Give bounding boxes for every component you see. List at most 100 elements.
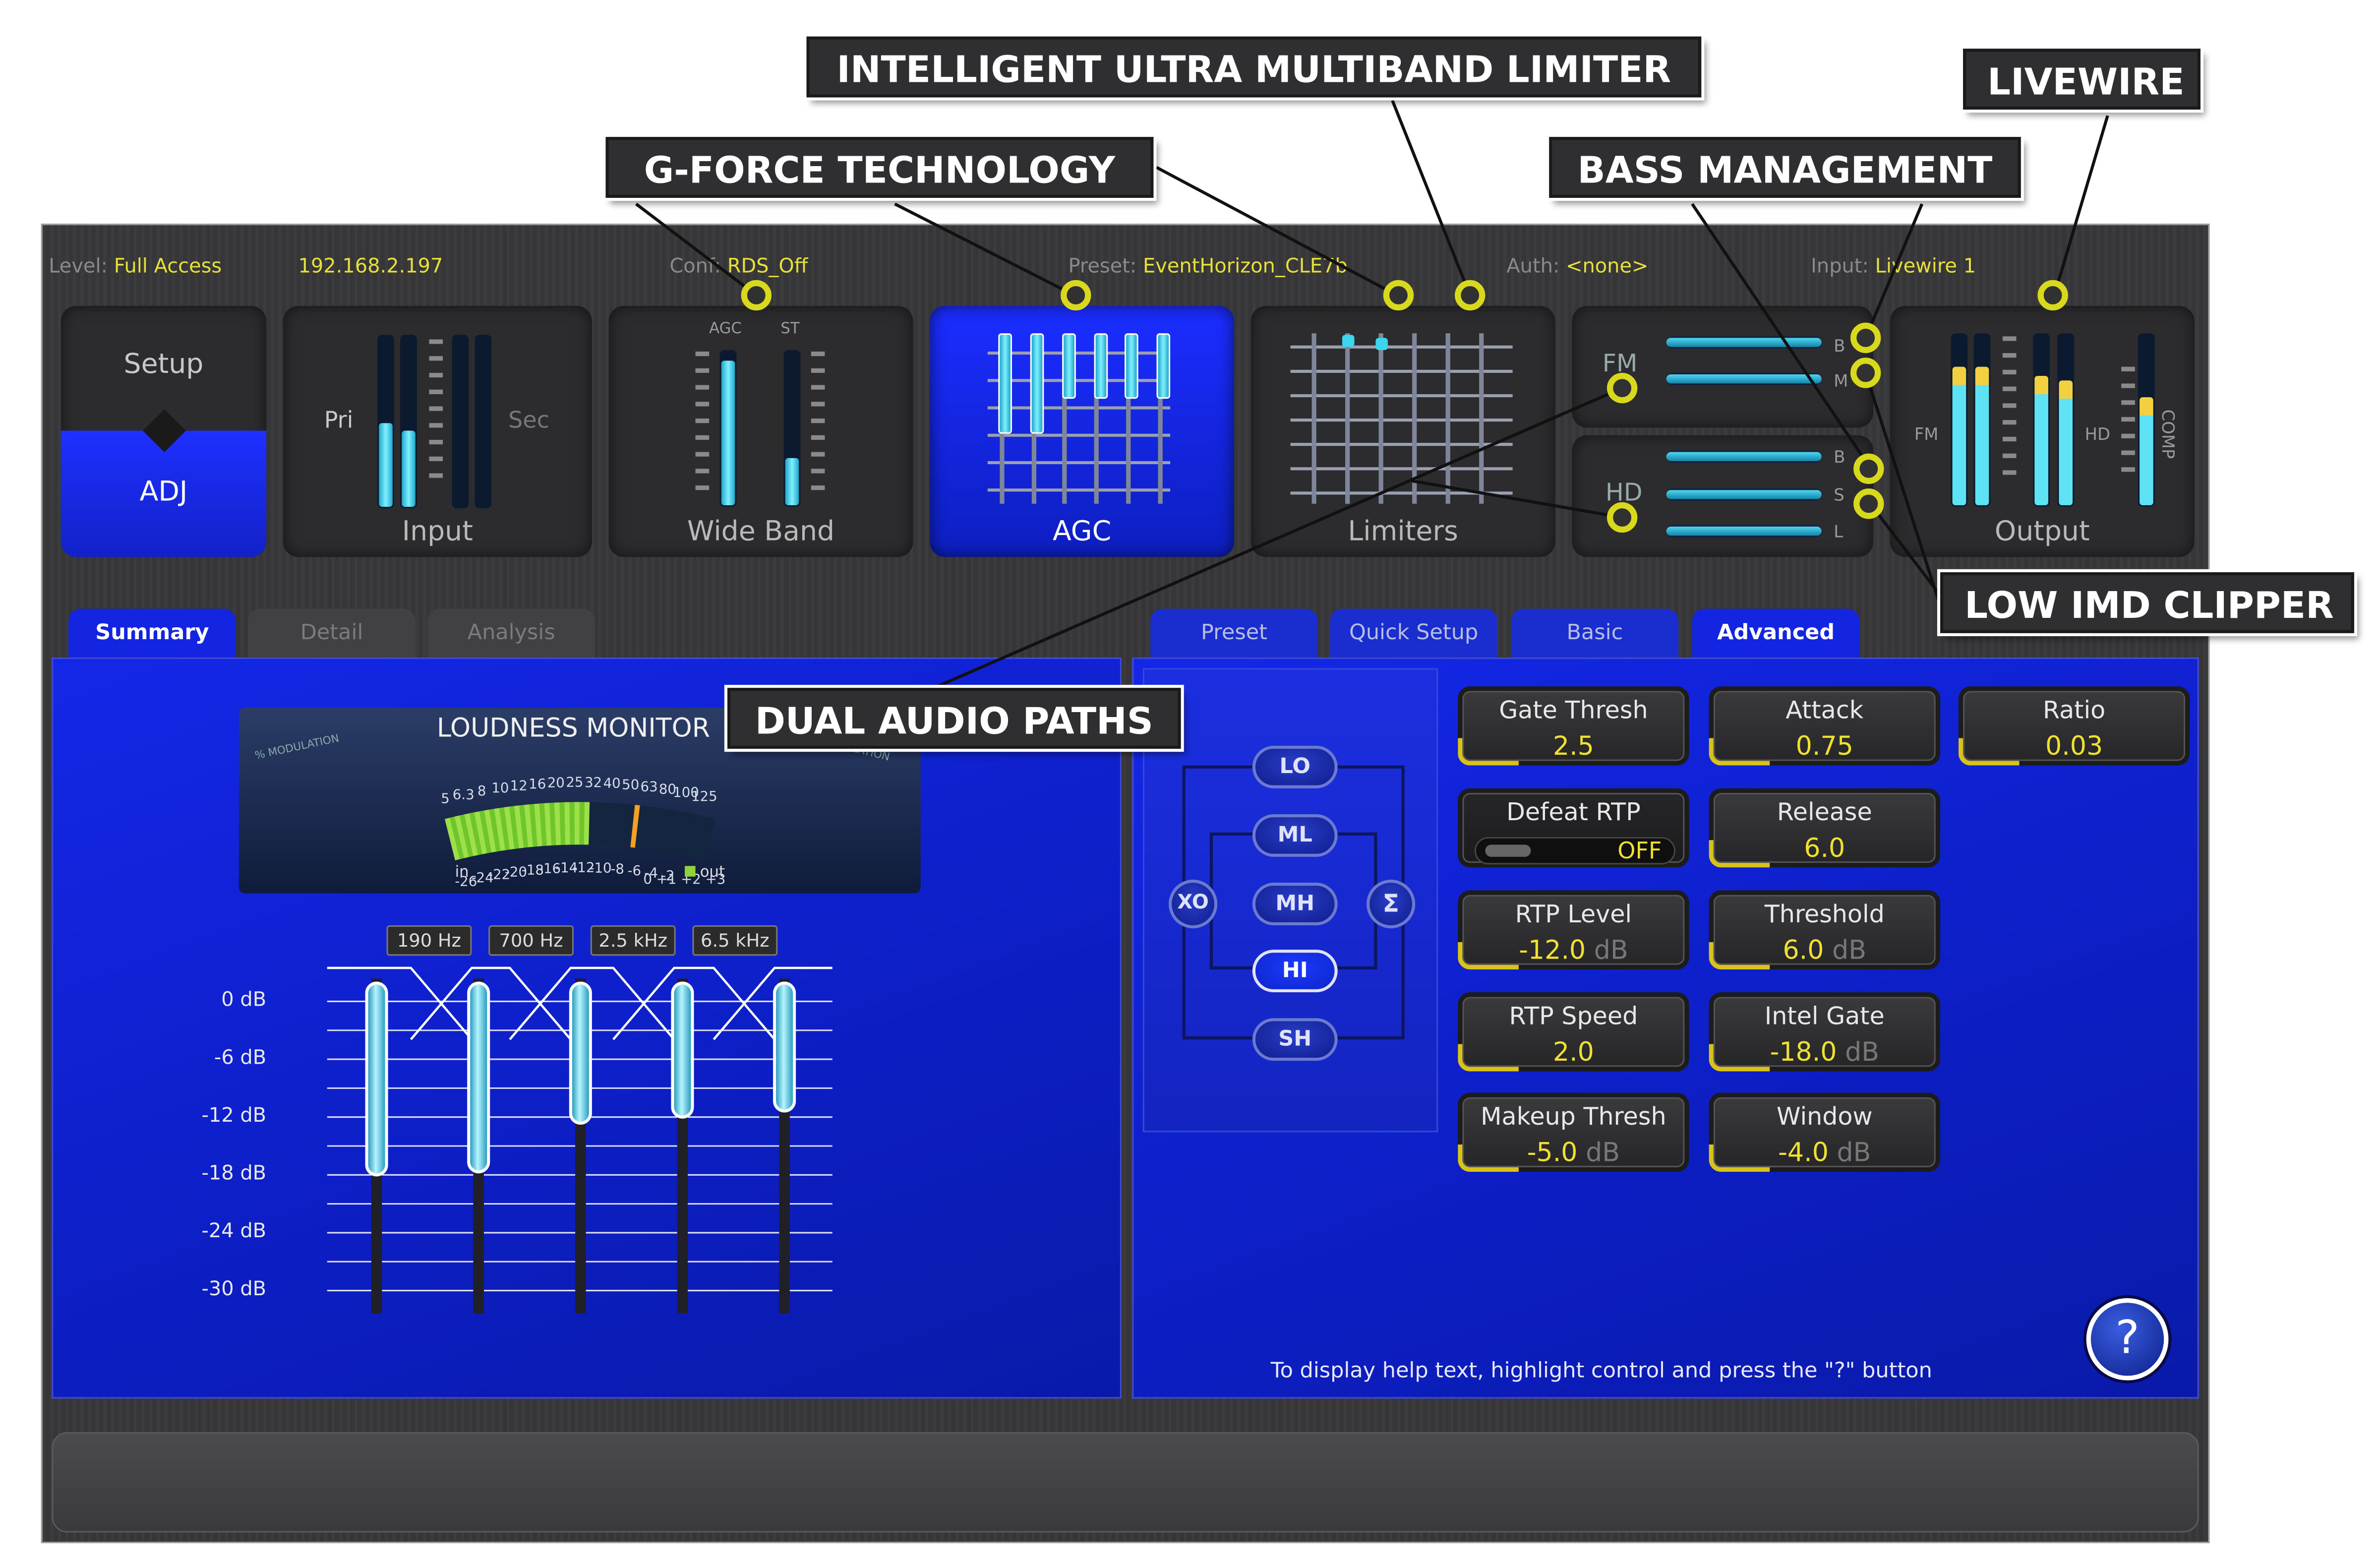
rtp-level-control[interactable]: RTP Level-12.0 dB [1458, 890, 1689, 969]
loudness-tick-label: -10 [590, 859, 612, 876]
modulation-tick-label: 6.3 [453, 786, 475, 802]
fm-b-label: B [1834, 336, 1845, 357]
tab-summary[interactable]: Summary [68, 608, 236, 658]
wideband-panel[interactable]: AGC ST Wide Band [608, 305, 913, 557]
st-scale [811, 351, 825, 502]
fm-label: FM [1602, 348, 1638, 378]
loudness-segment [626, 804, 637, 847]
st-meter-label: ST [780, 321, 800, 338]
processor-window: Level: Full Access 192.168.2.197 Conf: R… [41, 224, 2210, 1544]
eq-fader-3[interactable] [569, 981, 592, 1125]
band-label-3: 2.5 kHz [590, 925, 676, 956]
limiters-panel[interactable]: Limiters [1250, 305, 1555, 557]
loudness-segment [639, 806, 652, 849]
input-panel[interactable]: Pri Sec Input [283, 305, 592, 557]
loudness-segment [621, 804, 632, 847]
loudness-tick-label: -22 [488, 866, 510, 882]
intel-gate-control[interactable]: Intel Gate-18.0 dB [1709, 992, 1941, 1072]
makeup-thresh-control[interactable]: Makeup Thresh-5.0 dB [1458, 1092, 1689, 1172]
marker-gforce [1061, 280, 1091, 311]
wideband-agc-meter [719, 350, 737, 507]
xo-node[interactable]: XO [1169, 879, 1218, 929]
bottom-bar [52, 1432, 2199, 1533]
fm-path-panel[interactable]: FM B M [1572, 305, 1874, 428]
loudness-segment [449, 816, 466, 859]
loudness-tick-label: -18 [522, 861, 544, 878]
loudness-in-label: in [455, 864, 469, 881]
modulation-tick-label: 10 [491, 780, 509, 796]
agc-panel[interactable]: AGC [930, 305, 1234, 557]
tab-basic[interactable]: Basic [1511, 608, 1679, 658]
loudness-segment [454, 815, 471, 858]
modulation-tick-label: 8 [477, 783, 486, 799]
input-meter-right [400, 335, 417, 509]
eq-fader-5[interactable] [773, 981, 796, 1113]
defeat-rtp-control[interactable]: Defeat RTP OFF [1458, 788, 1689, 868]
loudness-segment [607, 803, 616, 846]
sec-label: Sec [508, 406, 549, 434]
loudness-segment [685, 814, 701, 857]
input-status: Input: Livewire 1 [1811, 255, 1976, 279]
output-comp-meter [2138, 333, 2155, 507]
band-hi-button[interactable]: HI [1252, 950, 1338, 993]
hd-l-bar [1666, 525, 1822, 538]
loudness-segment [653, 808, 666, 851]
modulation-tick-label: 125 [691, 788, 717, 804]
sum-node[interactable]: Σ [1367, 879, 1416, 929]
hd-path-panel[interactable]: HD B S L [1572, 435, 1874, 557]
agc-band-4 [1093, 332, 1110, 400]
summary-panel: LOUDNESS MONITOR % MODULATION % MODULATI… [52, 657, 1122, 1399]
tab-advanced[interactable]: Advanced [1692, 608, 1860, 658]
tab-analysis[interactable]: Analysis [427, 608, 595, 658]
band-sh-button[interactable]: SH [1252, 1018, 1338, 1061]
tab-preset[interactable]: Preset [1150, 608, 1318, 658]
eq-fader-4[interactable] [671, 981, 694, 1119]
tab-quick-setup[interactable]: Quick Setup [1330, 608, 1497, 658]
help-button[interactable]: ? [2086, 1298, 2169, 1381]
setup-panel[interactable]: Setup ADJ [60, 305, 267, 557]
output-hd-meter-right [2057, 333, 2075, 507]
output-comp-label: COMP [2157, 409, 2178, 459]
marker-limiter-1 [1383, 280, 1414, 311]
defeat-rtp-toggle[interactable]: OFF [1474, 837, 1676, 865]
loudness-segment [616, 803, 626, 847]
loudness-segment [509, 806, 521, 849]
output-scale [2002, 336, 2017, 487]
auth-status: Auth: <none> [1506, 255, 1649, 279]
band-lo-button[interactable]: LO [1252, 745, 1338, 788]
loudness-segment [549, 802, 558, 845]
modulation-tick-label: 32 [585, 774, 602, 790]
loudness-segment [474, 811, 489, 854]
loudness-tick-label: -20 [505, 863, 527, 880]
eq-fader-1[interactable] [365, 981, 388, 1177]
loudness-segment [519, 804, 530, 848]
modulation-tick-label: 12 [510, 777, 528, 793]
status-bar: Level: Full Access 192.168.2.197 Conf: R… [43, 256, 2208, 283]
band-ml-button[interactable]: ML [1252, 814, 1338, 857]
modulation-tick-label: 100 [673, 784, 699, 800]
window-control[interactable]: Window-4.0 dB [1709, 1092, 1941, 1172]
agc-scale [695, 351, 710, 502]
limiter-indicator-2 [1375, 338, 1388, 350]
band-label-1: 190 Hz [386, 925, 472, 956]
input-meter-left [377, 335, 394, 509]
setup-button[interactable]: Setup [123, 348, 204, 381]
marker-livewire [2037, 280, 2068, 311]
eq-fader-2[interactable] [467, 981, 490, 1174]
output-panel[interactable]: FM HD COMP Output [1890, 305, 2195, 557]
agc-band-6 [1155, 332, 1172, 400]
tab-detail[interactable]: Detail [248, 608, 416, 658]
loudness-segment [690, 815, 706, 858]
marker-bass-hd [1853, 453, 1884, 484]
config-status: Conf: RDS_Off [669, 255, 808, 279]
loudness-tick-label: -26 [455, 873, 477, 889]
modulation-tick-label: 20 [547, 775, 565, 791]
band-mh-button[interactable]: MH [1252, 883, 1338, 925]
